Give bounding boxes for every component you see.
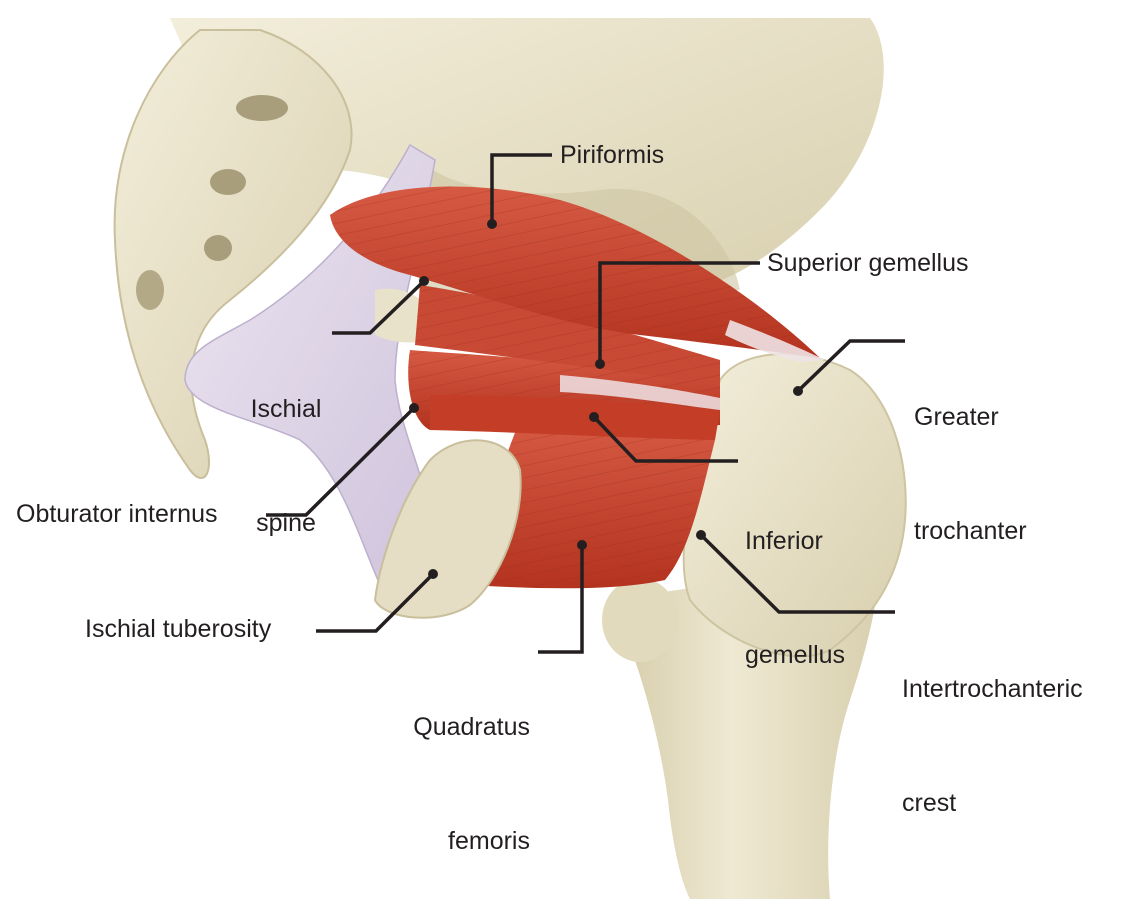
label-piriformis: Piriformis xyxy=(560,141,665,169)
leader-dot xyxy=(487,219,497,229)
label-greater-trochanter: Greater trochanter xyxy=(914,322,1027,626)
leader-dot xyxy=(409,403,419,413)
greater-trochanter-bone xyxy=(682,353,907,658)
leader-inferior-gemellus xyxy=(592,415,738,463)
label-line: crest xyxy=(902,789,957,817)
label-inferior-gemellus: Inferior gemellus xyxy=(745,446,845,750)
leader-superior-gemellus xyxy=(598,261,760,364)
leader-ischial-spine xyxy=(332,279,426,335)
leader-dot xyxy=(419,276,429,286)
ischial-tuberosity-bone xyxy=(373,439,522,619)
leader-dot xyxy=(595,359,605,369)
leader-dot xyxy=(428,569,438,579)
label-line: femoris xyxy=(448,827,530,855)
leader-dot xyxy=(696,530,706,540)
label-ischial-spine: Ischial spine xyxy=(240,314,332,618)
label-superior-gemellus: Superior gemellus xyxy=(767,249,969,277)
label-line: gemellus xyxy=(745,641,846,669)
leader-dot xyxy=(793,386,803,396)
leader-intertrochanteric-crest xyxy=(699,533,895,614)
leader-obturator-internus xyxy=(266,406,416,517)
sacral-foramen xyxy=(204,235,232,261)
ischial-spine-bone xyxy=(375,288,430,343)
label-line: Quadratus xyxy=(413,713,530,741)
sacral-foramen xyxy=(210,169,246,195)
label-line: trochanter xyxy=(914,517,1027,545)
label-ischial-tuberosity: Ischial tuberosity xyxy=(85,615,272,643)
leader-piriformis xyxy=(490,153,552,224)
label-quadratus-femoris: Quadratus femoris xyxy=(380,632,530,899)
sacrum-bone xyxy=(113,29,353,479)
leader-greater-trochanter xyxy=(796,339,905,393)
label-obturator-internus: Obturator internus xyxy=(16,500,218,528)
lesser-trochanter xyxy=(602,578,678,662)
label-intertrochanteric-crest: Intertrochanteric crest xyxy=(902,594,1083,898)
sacral-foramen xyxy=(236,95,288,121)
label-line: Greater xyxy=(914,403,999,431)
leader-dot xyxy=(589,412,599,422)
leader-ischial-tuberosity xyxy=(316,572,435,633)
label-line: Ischial xyxy=(250,395,322,423)
label-line: Inferior xyxy=(745,527,823,555)
sacral-foramen xyxy=(136,270,164,310)
leader-dot xyxy=(577,540,587,550)
leader-quadratus-femoris xyxy=(538,545,584,654)
inferior-gemellus-muscle xyxy=(430,395,720,440)
label-line: Intertrochanteric xyxy=(902,675,1083,703)
piriformis-tendon xyxy=(725,320,825,362)
obturator-tendon xyxy=(560,375,720,410)
label-line: spine xyxy=(256,509,316,537)
